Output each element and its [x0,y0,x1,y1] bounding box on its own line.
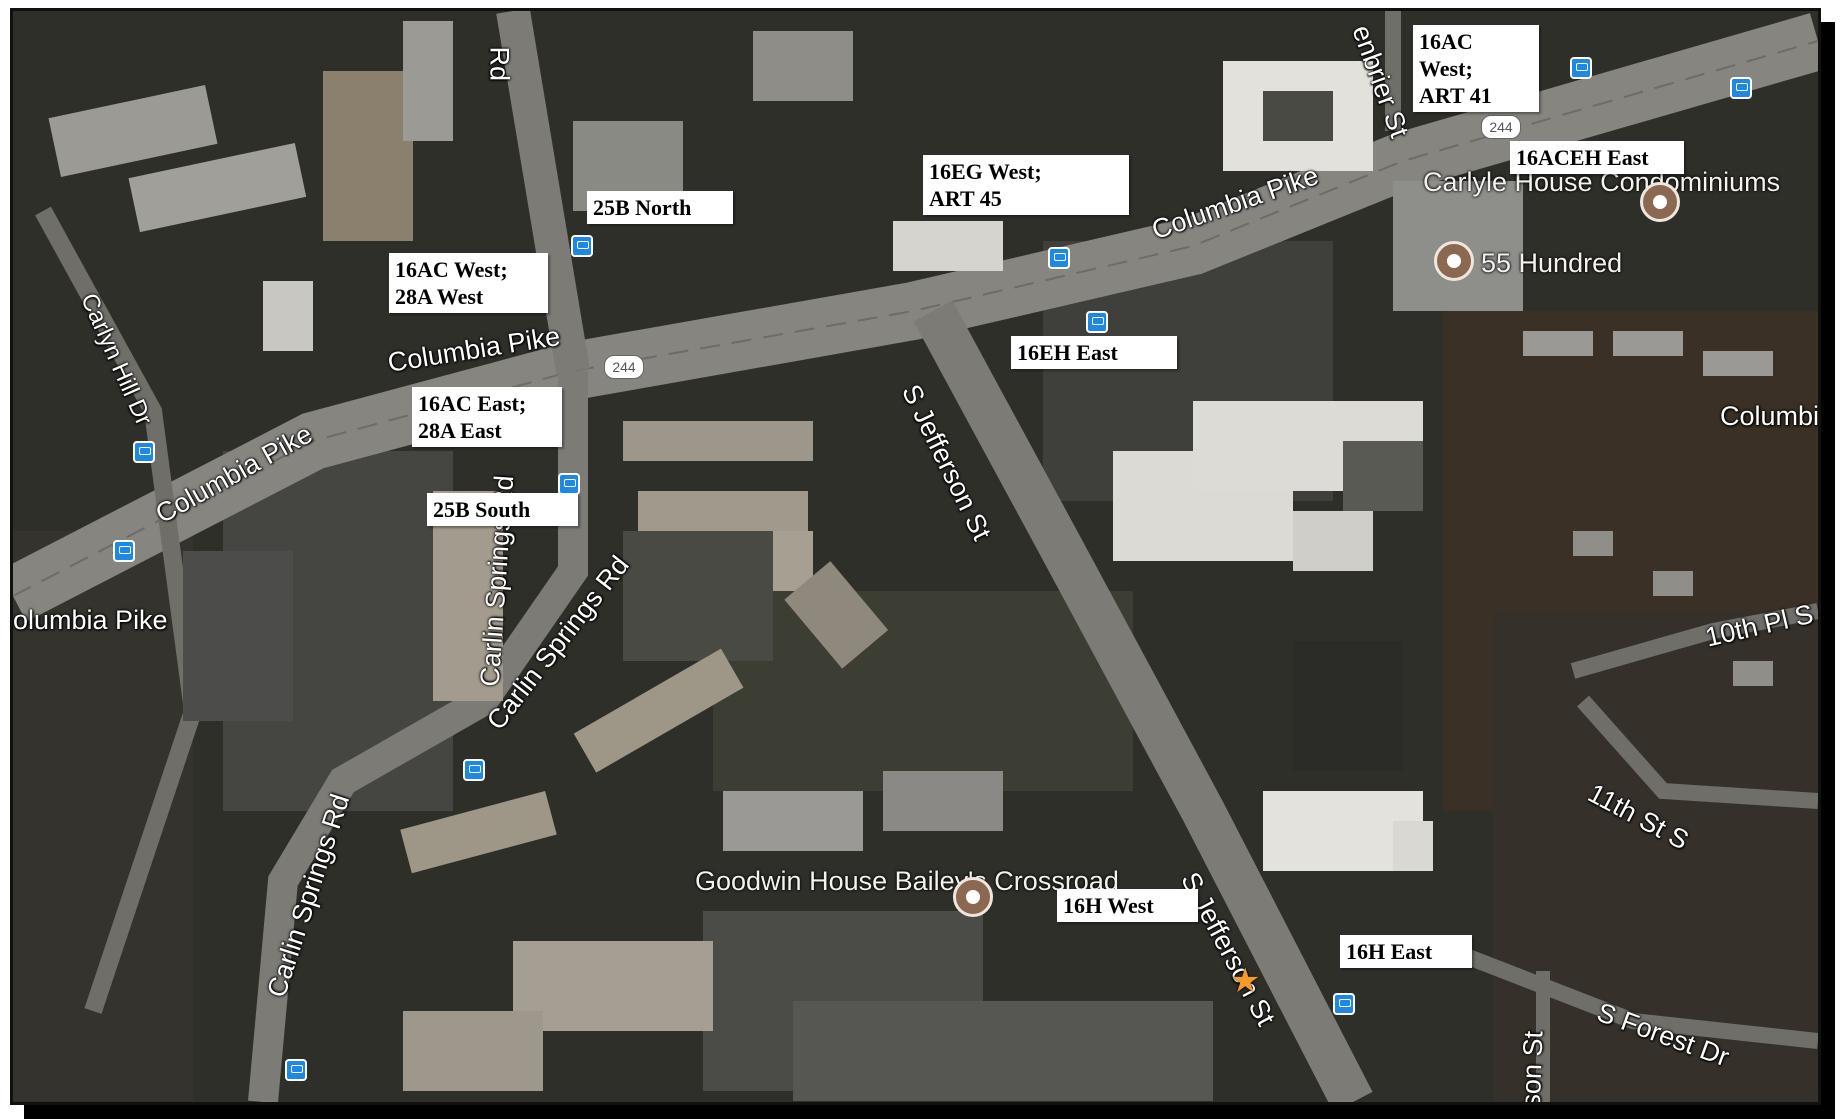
bus-stop-icon[interactable] [133,441,155,463]
place-pin-icon[interactable] [1640,182,1680,222]
callout-16h-west: 16H West [1057,889,1198,922]
place-pin-icon[interactable] [953,877,993,917]
callout-16eh-east: 16EH East [1011,336,1177,369]
callout-16ac-west-28a-west: 16AC West; 28A West [389,253,548,313]
bus-stop-icon[interactable] [463,759,485,781]
callout-25b-south: 25B South [427,493,578,526]
bus-stop-icon[interactable] [285,1059,307,1081]
callout-16eg-west-art45: 16EG West; ART 45 [923,155,1129,215]
map-view[interactable]: Columbia Pike Columbia Pike Columbia Pik… [10,8,1821,1105]
bus-stop-icon[interactable] [1730,77,1752,99]
bus-stop-icon[interactable] [1048,247,1070,269]
callout-16aceh-east: 16ACEH East [1510,141,1684,174]
bus-stop-icon[interactable] [1086,311,1108,333]
bus-stop-icon[interactable] [1333,993,1355,1015]
street-label-columbia: Columbi [1720,401,1820,431]
star-icon[interactable]: ★ [1230,962,1261,1000]
route-shield-icon: 244 [604,355,644,379]
callout-25b-north: 25B North [587,191,733,224]
callout-16ac-west-art41: 16AC West; ART 41 [1413,25,1539,112]
place-pin-icon[interactable] [1434,241,1474,281]
satellite-map[interactable] [13,11,1818,1102]
bus-stop-icon[interactable] [571,235,593,257]
bus-stop-icon[interactable] [113,540,135,562]
street-label-columbia-pike: olumbia Pike [13,605,168,635]
bus-stop-icon[interactable] [1570,57,1592,79]
street-label-rd: Rd [484,46,515,82]
callout-16h-east: 16H East [1340,935,1472,968]
route-shield-icon: 244 [1481,115,1521,139]
callout-16ac-east-28a-east: 16AC East; 28A East [412,387,562,447]
street-label-rson-st: rson St [1515,1030,1549,1105]
place-label-goodwin-house[interactable]: Goodwin House Bailey's Crossroad [695,866,1119,896]
bus-stop-icon[interactable] [558,473,580,495]
place-label-55-hundred[interactable]: 55 Hundred [1481,248,1623,278]
